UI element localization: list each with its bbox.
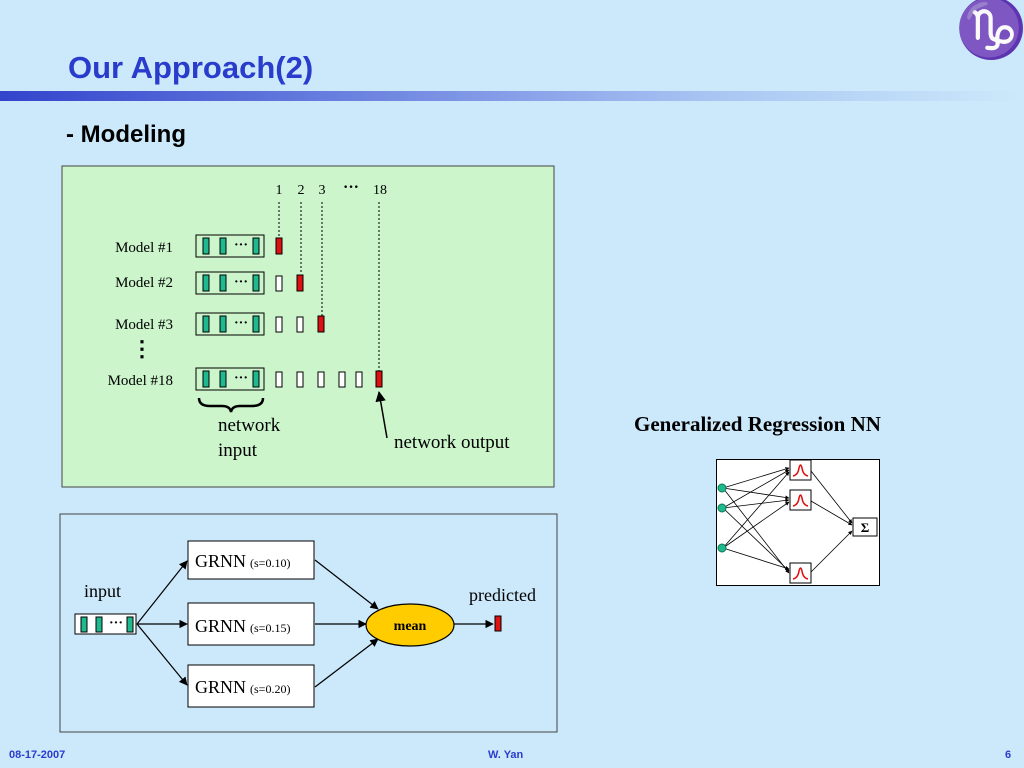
svg-text:···: ···: [234, 371, 248, 386]
grnn-box: GRNN(s=0.20): [187, 664, 315, 708]
index-label-3: 3: [319, 183, 326, 198]
index-label-ellipsis: ···: [343, 179, 359, 196]
predicted-label: predicted: [469, 585, 536, 605]
svg-text:···: ···: [234, 238, 248, 253]
model-label: Model #18: [108, 373, 173, 389]
model-output-cell-empty: [296, 371, 304, 388]
title-underline-bar: [0, 91, 1024, 101]
model-input-vector: ···: [195, 234, 265, 258]
model-output-cell-empty: [275, 275, 283, 292]
footer-date: 08-17-2007: [9, 749, 66, 761]
slide-subtitle: - Modeling: [66, 121, 186, 148]
ensemble-input-vector: ···: [74, 613, 137, 635]
capricorn-logo-icon: ♑: [955, 0, 1024, 61]
mean-label: mean: [394, 619, 427, 634]
sum-icon: Σ: [861, 520, 870, 535]
footer-page-number: 6: [1005, 749, 1012, 761]
grnn-input-node: [717, 543, 727, 553]
svg-text:···: ···: [234, 316, 248, 331]
grnn-sum-unit: [852, 517, 878, 537]
model-output-cell-empty: [275, 371, 283, 388]
svg-text:···: ···: [234, 275, 248, 290]
ensemble-input-label: input: [84, 581, 121, 601]
grnn-box: GRNN(s=0.10): [187, 540, 315, 580]
input-to-grnn-arrow: [136, 560, 188, 625]
network-input-label-line1: network: [218, 415, 281, 436]
network-output-arrow: [375, 390, 388, 439]
models-vertical-ellipsis: ⋮: [131, 336, 153, 361]
index-label-2: 2: [298, 183, 305, 198]
grnn-to-mean-arrow: [314, 559, 379, 610]
index-label-1: 1: [276, 183, 283, 198]
svg-text:···: ···: [109, 616, 123, 631]
model-output-cell-empty: [355, 371, 363, 388]
model-output-cell: [375, 370, 383, 388]
network-output-label: network output: [394, 432, 510, 453]
model-output-cell-empty: [317, 371, 325, 388]
model-input-vector: ···: [195, 367, 265, 391]
mean-node: [365, 603, 455, 647]
network-input-label-line2: input: [218, 440, 258, 461]
model-output-cell-empty: [275, 316, 283, 333]
model-output-cell: [275, 237, 283, 255]
grnn-radial-unit: [789, 562, 812, 584]
model-label: Model #2: [115, 275, 173, 291]
grnn-to-mean-arrow: [314, 638, 379, 688]
input-to-grnn-arrow: [136, 623, 188, 686]
slide-title: Our Approach(2): [68, 50, 314, 85]
grnn-architecture-diagram: Σ: [716, 459, 880, 586]
footer-author: W. Yan: [488, 749, 524, 761]
svg-text:GRNN(s=0.15): GRNN(s=0.15): [195, 616, 290, 636]
grnn-input-node: [717, 503, 727, 513]
grnn-box: GRNN(s=0.15): [187, 602, 315, 646]
svg-text:GRNN(s=0.10): GRNN(s=0.10): [195, 551, 290, 571]
model-input-vector: ···: [195, 271, 265, 295]
grnn-radial-unit: [789, 459, 812, 481]
model-output-cell: [296, 274, 304, 292]
grnn-input-node: [717, 483, 727, 493]
grnn-section-title: Generalized Regression NN: [634, 412, 881, 436]
model-output-cell: [317, 315, 325, 333]
modeling-panel: [61, 165, 555, 488]
network-input-brace: [197, 397, 265, 413]
grnn-radial-unit: [789, 489, 812, 511]
model-label: Model #1: [115, 240, 173, 256]
predicted-output-cell: [494, 615, 502, 632]
model-input-vector: ···: [195, 312, 265, 336]
model-label: Model #3: [115, 317, 173, 333]
index-label-18: 18: [373, 183, 387, 198]
model-output-cell-empty: [338, 371, 346, 388]
svg-text:GRNN(s=0.20): GRNN(s=0.20): [195, 677, 290, 697]
model-output-cell-empty: [296, 316, 304, 333]
